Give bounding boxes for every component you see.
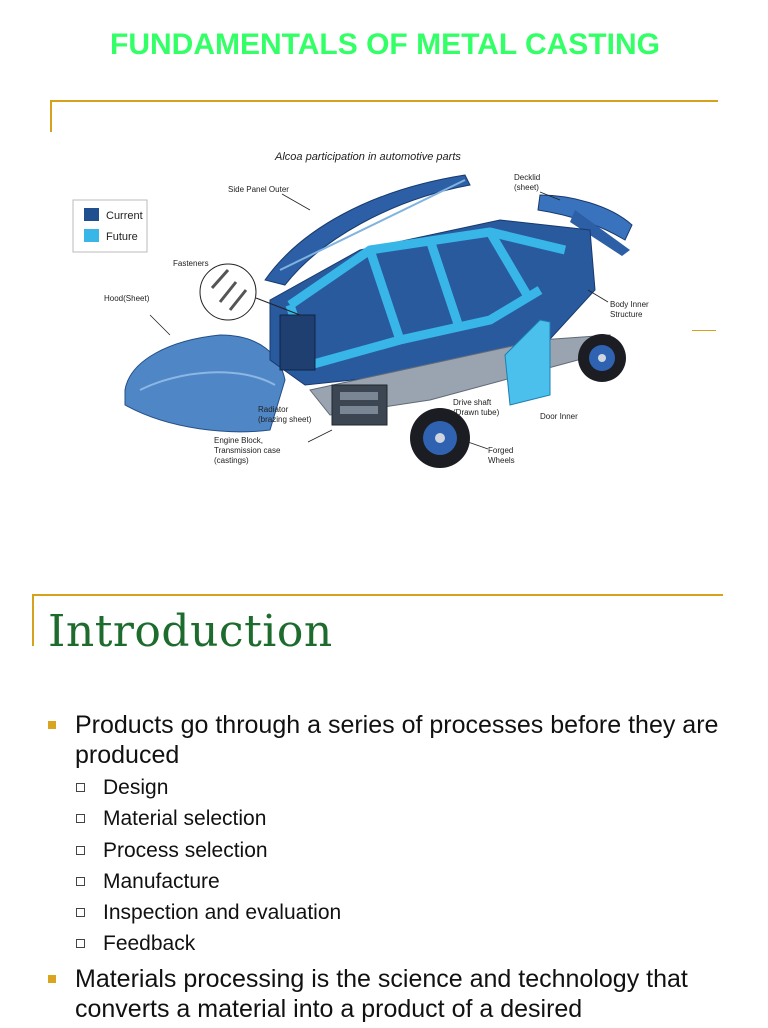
label-hood: Hood(Sheet) xyxy=(104,294,150,303)
sub-bullet-item: Material selection xyxy=(75,803,740,834)
bullet-marker xyxy=(48,721,56,729)
label-fasteners: Fasteners xyxy=(173,259,209,268)
label-radiator-sub: (brazing sheet) xyxy=(258,415,312,424)
sub-bullet-marker xyxy=(76,845,85,855)
bullet-item: Materials processing is the science and … xyxy=(40,964,740,1024)
bullet-marker xyxy=(48,974,56,983)
label-engine-sub2: (castings) xyxy=(214,456,249,465)
body-structure-future xyxy=(285,227,567,370)
legend-swatch-future xyxy=(84,229,99,242)
bullet-list: Products go through a series of processe… xyxy=(40,710,740,1028)
bullet-item: Products go through a series of processe… xyxy=(40,710,740,960)
label-engine-sub1: Transmission case xyxy=(214,446,281,455)
slide-1: FUNDAMENTALS OF METAL CASTING Alcoa part… xyxy=(50,28,718,480)
bullet-text: Products go through a series of processe… xyxy=(75,711,719,769)
title-rule xyxy=(32,594,723,596)
slide-title: Introduction xyxy=(48,606,333,657)
sub-bullet-text: Material selection xyxy=(103,807,267,831)
sub-bullet-list: Design Material selection Process select… xyxy=(75,772,740,960)
rear-wheel xyxy=(578,334,626,382)
sub-bullet-text: Inspection and evaluation xyxy=(103,901,342,925)
fasteners-detail xyxy=(199,263,301,321)
figure-legend: Current Future xyxy=(72,199,148,253)
sub-bullet-item: Manufacture xyxy=(75,866,740,897)
label-decklid: Decklid xyxy=(514,173,540,182)
sub-bullet-marker xyxy=(76,814,85,824)
figure-caption: Alcoa participation in automotive parts xyxy=(274,151,461,163)
slide-2: Introduction Products go through a serie… xyxy=(0,580,768,1024)
sub-bullet-item: Process selection xyxy=(75,835,740,866)
bullet-text: Materials processing is the science and … xyxy=(75,964,688,1023)
title-rule xyxy=(50,100,718,102)
legend-label-current: Current xyxy=(106,210,143,222)
sub-bullet-text: Design xyxy=(103,776,169,799)
sub-bullet-marker xyxy=(76,783,85,792)
sub-bullet-marker xyxy=(76,908,85,918)
label-drive-shaft-sub: (Drawn tube) xyxy=(453,408,500,417)
sub-bullet-item: Inspection and evaluation xyxy=(75,897,740,928)
radiator xyxy=(279,314,316,371)
label-body-inner: Body Inner xyxy=(610,300,649,309)
title-rule-vertical xyxy=(32,594,34,646)
door-inner xyxy=(504,319,551,406)
legend-swatch-current xyxy=(84,208,99,221)
title-rule-vertical xyxy=(50,100,52,132)
side-tick xyxy=(692,330,716,331)
label-engine: Engine Block, xyxy=(214,436,263,445)
label-decklid-sub: (sheet) xyxy=(514,183,539,192)
automotive-parts-figure: Alcoa participation in automotive parts … xyxy=(70,140,680,480)
label-radiator: Radiator xyxy=(258,405,289,414)
sub-bullet-item: Feedback xyxy=(75,928,740,959)
label-wheels: Forged xyxy=(488,446,513,455)
sub-bullet-marker xyxy=(76,876,85,886)
sub-bullet-item: Design xyxy=(75,772,740,803)
sub-bullet-text: Process selection xyxy=(103,838,268,862)
slide-title: FUNDAMENTALS OF METAL CASTING xyxy=(110,28,660,61)
label-wheels-sub: Wheels xyxy=(488,456,515,465)
legend-label-future: Future xyxy=(106,231,138,243)
label-door-inner: Door Inner xyxy=(540,412,578,421)
sub-bullet-text: Feedback xyxy=(103,932,196,956)
label-body-inner-sub: Structure xyxy=(610,310,643,319)
label-drive-shaft: Drive shaft xyxy=(453,398,492,407)
label-side-panel: Side Panel Outer xyxy=(228,185,289,194)
sub-bullet-marker xyxy=(76,939,85,949)
front-wheel xyxy=(410,408,470,468)
sub-bullet-text: Manufacture xyxy=(103,869,220,893)
engine-block xyxy=(331,384,388,426)
